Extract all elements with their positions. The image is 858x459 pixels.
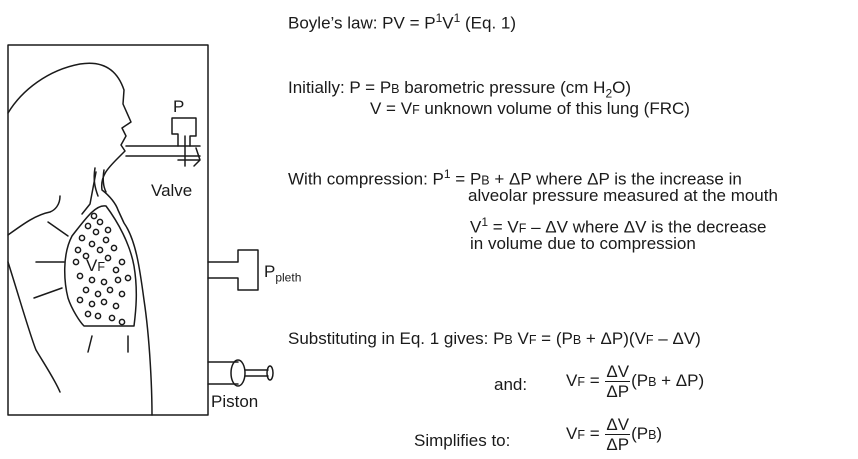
- arrow-lower-left: [33, 287, 63, 299]
- pressure-label: P: [173, 97, 185, 116]
- and-label: and:: [494, 375, 528, 394]
- lung-outline: [63, 205, 138, 327]
- piston-head: [230, 359, 246, 387]
- initial-pressure: Initially: P = PB barometric pressure (c…: [288, 78, 632, 101]
- pleth-pressure-label: Ppleth: [264, 262, 302, 285]
- compression-pressure: With compression: P1 = PB + ΔP where ΔP …: [288, 167, 742, 189]
- substitution: Substituting in Eq. 1 gives: PB VF = (PB…: [288, 329, 701, 348]
- piston-tube: [207, 361, 239, 385]
- mouthpiece-tube: [125, 145, 201, 157]
- arrow-upper-left: [47, 221, 69, 237]
- person-silhouette: [7, 62, 153, 416]
- neck-line: [7, 195, 61, 236]
- pleth-port: [207, 249, 259, 291]
- compression-pressure-cont: alveolar pressure measured at the mouth: [468, 186, 778, 205]
- body-box: [7, 44, 209, 416]
- trachea: [93, 167, 99, 197]
- piston-label: Piston: [211, 392, 259, 411]
- pressure-transducer: [171, 117, 197, 147]
- alveoli: [72, 212, 132, 326]
- arm-line: [7, 261, 61, 393]
- compression-volume: V1 = VF – ΔV where ΔV is the decrease: [470, 215, 767, 237]
- valve-label: Valve: [151, 181, 193, 200]
- initial-volume: V = VF unknown volume of this lung (FRC): [370, 99, 690, 118]
- arrow-bottom-left: [87, 335, 93, 353]
- boyle-law: Boyle’s law: PV = P1V1 (Eq. 1): [288, 11, 517, 33]
- compression-volume-cont: in volume due to compression: [470, 234, 696, 253]
- simplifies-label: Simplifies to:: [414, 431, 511, 450]
- bronchus: [81, 171, 97, 215]
- lung-volume-label: VF: [86, 256, 105, 275]
- trachea-wall: [102, 169, 107, 193]
- valve-line: [177, 135, 201, 167]
- piston-rod: [244, 369, 269, 377]
- piston-handle: [266, 365, 274, 381]
